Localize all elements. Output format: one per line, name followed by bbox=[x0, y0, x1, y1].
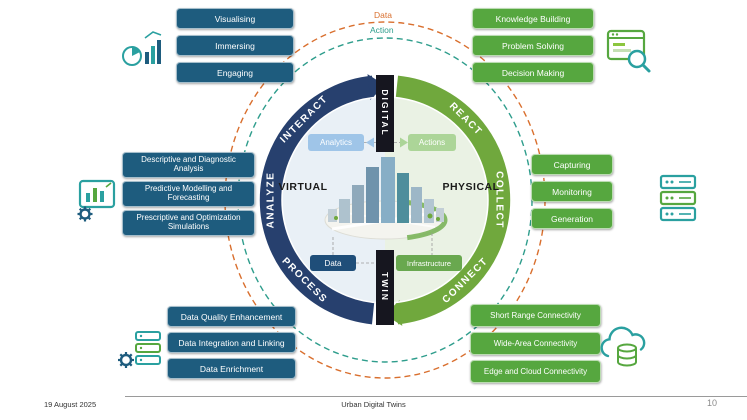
interact-item-1: Visualising bbox=[176, 8, 294, 29]
connect-item-2: Wide-Area Connectivity bbox=[470, 332, 601, 355]
interact-item-2: Immersing bbox=[176, 35, 294, 56]
analyze-item-1: Descriptive and Diagnostic Analysis bbox=[122, 152, 255, 178]
physical-label: PHYSICAL bbox=[442, 181, 499, 193]
infrastructure-chip bbox=[396, 255, 462, 271]
charts-icon bbox=[122, 31, 162, 66]
collect-group: Capturing Monitoring Generation bbox=[531, 154, 613, 229]
ring-label-collect: COLLECT bbox=[494, 171, 505, 229]
collect-item-1: Capturing bbox=[531, 154, 613, 175]
react-item-1: Knowledge Building bbox=[472, 8, 594, 29]
analytics-arrow bbox=[366, 137, 374, 148]
digital-twin-cycle-diagram: DIGITAL TWIN INTERACT REACT COLLECT CONN… bbox=[224, 21, 546, 379]
data-chip-label: Data bbox=[325, 259, 342, 268]
collect-item-3: Generation bbox=[531, 208, 613, 229]
analytics-chip-label: Analytics bbox=[320, 138, 352, 147]
twin-band-label: TWIN bbox=[380, 272, 390, 302]
analyze-process-interact-arc bbox=[259, 75, 375, 325]
react-collect-connect-arc bbox=[395, 75, 511, 325]
connect-item-3: Edge and Cloud Connectivity bbox=[470, 360, 601, 383]
infrastructure-chip-label: Infrastructure bbox=[407, 259, 451, 268]
react-item-2: Problem Solving bbox=[472, 35, 594, 56]
data-chip bbox=[310, 255, 356, 271]
analyze-item-3: Prescriptive and Optimization Simulation… bbox=[122, 210, 255, 236]
connect-group: Short Range Connectivity Wide-Area Conne… bbox=[470, 304, 601, 383]
process-group: Data Quality Enhancement Data Integratio… bbox=[167, 306, 296, 379]
city-illustration bbox=[322, 157, 448, 242]
ring-label-analyze: ANALYZE bbox=[266, 172, 277, 229]
actions-chip-label: Actions bbox=[419, 138, 445, 147]
footer-divider bbox=[125, 396, 747, 397]
process-item-2: Data Integration and Linking bbox=[167, 332, 296, 353]
process-item-3: Data Enrichment bbox=[167, 358, 296, 379]
analyze-item-2: Predictive Modelling and Forecasting bbox=[122, 181, 255, 207]
process-item-1: Data Quality Enhancement bbox=[167, 306, 296, 327]
virtual-label: VIRTUAL bbox=[279, 181, 328, 193]
interact-group: Visualising Immersing Engaging bbox=[176, 8, 294, 83]
connect-item-1: Short Range Connectivity bbox=[470, 304, 601, 327]
react-group: Knowledge Building Problem Solving Decis… bbox=[472, 8, 594, 83]
action-flow-label: Action bbox=[367, 25, 397, 35]
interact-item-3: Engaging bbox=[176, 62, 294, 83]
server-stack-icon bbox=[659, 174, 697, 222]
footer-date: 19 August 2025 bbox=[44, 400, 97, 409]
page-number: 10 bbox=[706, 398, 717, 408]
twin-band bbox=[376, 250, 394, 325]
browser-search-icon bbox=[606, 29, 651, 73]
actions-arrow bbox=[400, 137, 408, 148]
collect-item-2: Monitoring bbox=[531, 181, 613, 202]
footer-title: Urban Digital Twins bbox=[341, 400, 406, 409]
analyze-group: Descriptive and Diagnostic Analysis Pred… bbox=[122, 152, 255, 236]
cloud-database-icon bbox=[600, 326, 646, 367]
list-gear-icon bbox=[118, 331, 161, 368]
data-flow-label: Data bbox=[371, 10, 395, 20]
digital-band-label: DIGITAL bbox=[380, 89, 390, 136]
actions-chip bbox=[408, 134, 456, 151]
react-item-3: Decision Making bbox=[472, 62, 594, 83]
digital-band bbox=[376, 75, 394, 152]
analytics-chip bbox=[308, 134, 364, 151]
analysis-gear-icon bbox=[77, 179, 116, 222]
